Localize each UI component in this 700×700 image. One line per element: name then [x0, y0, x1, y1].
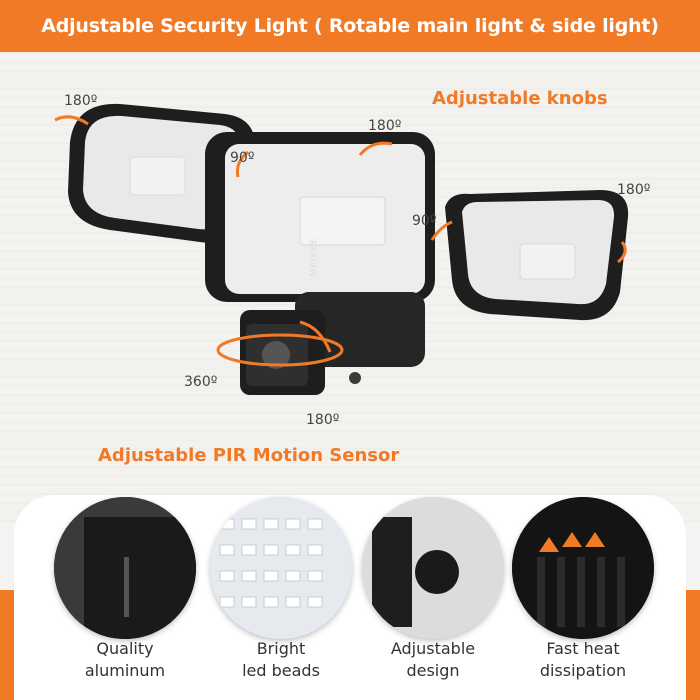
- feature-adjustable-design-image: [362, 497, 504, 639]
- feature-line2: led beads: [242, 661, 320, 680]
- feature-bright-led-beads-image: [210, 497, 352, 639]
- sensor-vertical-label: 180º: [306, 412, 340, 428]
- feature-heat-dissipation-image: [512, 497, 654, 639]
- feature-line1: Fast heat: [546, 639, 620, 658]
- right-hinge-label: 90º: [412, 213, 437, 229]
- right-panel-rotation-label: 180º: [617, 182, 651, 198]
- adjustable-knobs-heading: Adjustable knobs: [432, 88, 608, 109]
- sensor-horizontal-label: 360º: [184, 374, 218, 390]
- security-light-illustration: [54, 103, 629, 395]
- main-panel: [205, 132, 435, 302]
- feature-label-quality-aluminum: Quality aluminum: [50, 638, 200, 682]
- feature-label-adjustable-design: Adjustable design: [358, 638, 508, 682]
- pir-sensor-heading: Adjustable PIR Motion Sensor: [98, 445, 400, 466]
- feature-line2: aluminum: [84, 661, 166, 680]
- feature-line1: Bright: [256, 639, 306, 658]
- right-side-panel: [445, 190, 629, 321]
- feature-quality-aluminum-image: [54, 497, 196, 639]
- left-side-panel: [68, 103, 256, 243]
- feature-label-heat-dissipation: Fast heat dissipation: [508, 638, 658, 682]
- main-panel-rotation-label: 180º: [368, 118, 402, 134]
- feature-line1: Adjustable: [390, 639, 476, 658]
- banner-title: Adjustable Security Light ( Rotable main…: [41, 15, 659, 37]
- top-banner: [0, 0, 700, 52]
- feature-line1: Quality: [96, 639, 154, 658]
- left-panel-rotation-label: 180º: [64, 93, 98, 109]
- feature-line2: dissipation: [539, 661, 627, 680]
- feature-line2: design: [406, 661, 460, 680]
- brand-label: MEIKEE: [309, 237, 320, 277]
- left-hinge-label: 90º: [230, 150, 255, 166]
- rotation-arrows: [54, 115, 627, 367]
- feature-label-bright-led-beads: Bright led beads: [206, 638, 356, 682]
